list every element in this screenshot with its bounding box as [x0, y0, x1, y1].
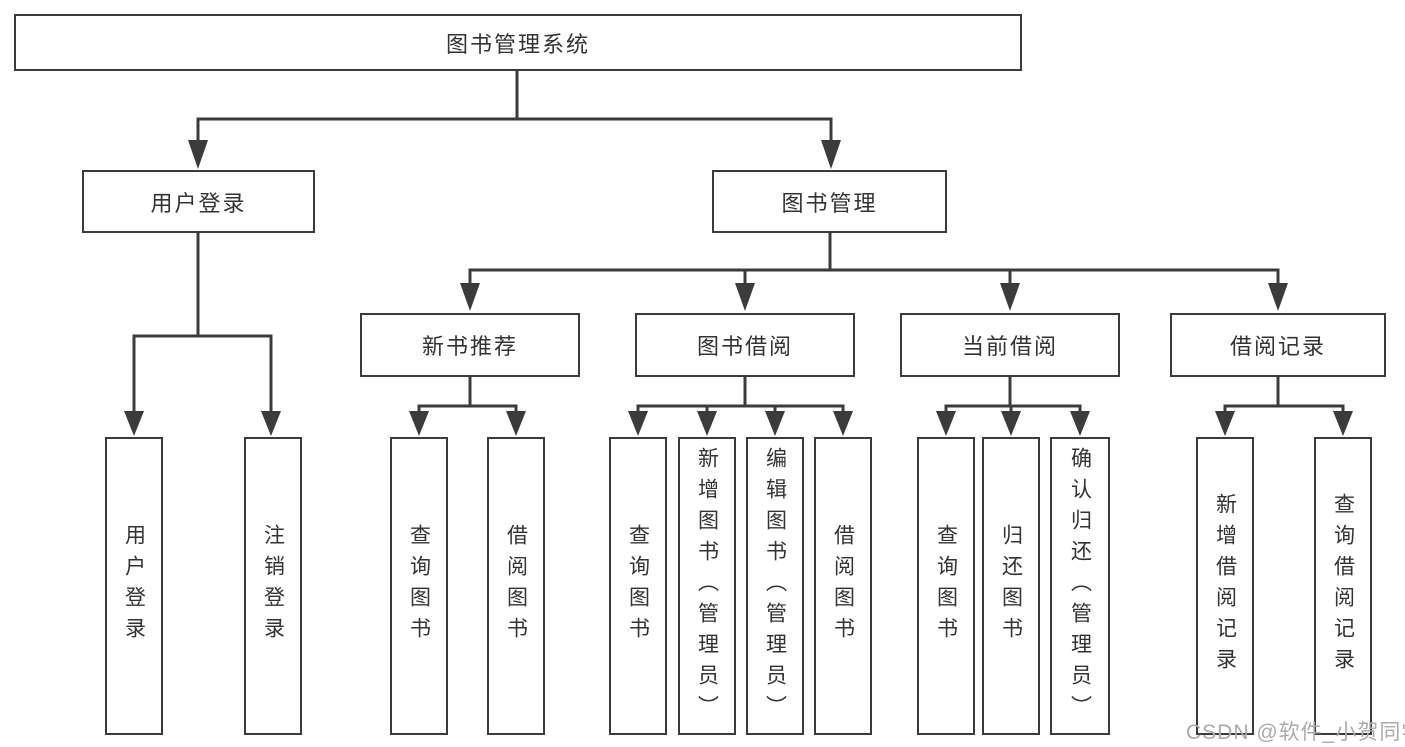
connector-user-login-to-leaves — [124, 233, 281, 436]
arrowhead-icon — [261, 411, 281, 436]
node-query-books-current: 查询图书 — [917, 437, 975, 735]
arrowhead-icon — [1333, 411, 1353, 436]
node-label: 编辑图书（管理员） — [763, 446, 787, 726]
connector-book-borrowing-to-leaves — [628, 377, 853, 436]
csdn-watermark: CSDN @软件_小贺同学 — [1186, 721, 1405, 744]
arrowhead-icon — [833, 411, 853, 436]
connector-new-book-to-leaves — [409, 377, 526, 436]
node-label: 新增借阅记录 — [1213, 493, 1237, 679]
connector-book-management-to-level3 — [460, 233, 1288, 311]
node-label: 查询图书 — [407, 524, 431, 648]
node-borrow-books-borrowing: 借阅图书 — [814, 437, 872, 735]
connector-borrowing-records-to-leaves — [1215, 377, 1353, 436]
node-user-login: 用户登录 — [82, 170, 315, 233]
node-new-book-recommendation: 新书推荐 — [360, 313, 580, 377]
node-label: 注销登录 — [261, 524, 285, 648]
node-label: 借阅图书 — [504, 524, 528, 648]
node-return-books: 归还图书 — [982, 437, 1040, 735]
node-label: 查询图书 — [934, 524, 958, 648]
node-query-books-newbook: 查询图书 — [390, 437, 448, 735]
node-label: 查询借阅记录 — [1331, 493, 1355, 679]
arrowhead-icon — [1070, 411, 1090, 436]
arrowhead-icon — [1268, 283, 1288, 311]
node-user-login-leaf: 用户登录 — [105, 437, 163, 735]
node-current-borrowing: 当前借阅 — [900, 313, 1120, 377]
arrowhead-icon — [188, 140, 208, 169]
arrowhead-icon — [1001, 411, 1021, 436]
connector-current-borrowing-to-leaves — [936, 377, 1090, 436]
node-query-borrow-record: 查询借阅记录 — [1314, 437, 1372, 735]
node-confirm-return-admin: 确认归还（管理员） — [1050, 437, 1110, 735]
arrowhead-icon — [409, 411, 429, 436]
arrowhead-icon — [460, 283, 480, 311]
node-label: 用户登录 — [122, 524, 146, 648]
node-query-books-borrowing: 查询图书 — [609, 437, 667, 735]
node-book-borrowing: 图书借阅 — [635, 313, 855, 377]
node-add-borrow-record: 新增借阅记录 — [1196, 437, 1254, 735]
arrowhead-icon — [765, 411, 785, 436]
node-borrow-books-newbook: 借阅图书 — [487, 437, 545, 735]
arrowhead-icon — [735, 283, 755, 311]
arrowhead-icon — [506, 411, 526, 436]
arrowhead-icon — [821, 140, 841, 169]
node-label: 查询图书 — [626, 524, 650, 648]
node-label: 新增图书（管理员） — [695, 446, 719, 726]
connector-root-to-level2 — [188, 71, 841, 169]
node-library-management-system: 图书管理系统 — [14, 14, 1022, 71]
node-logout-leaf: 注销登录 — [244, 437, 302, 735]
arrowhead-icon — [1215, 411, 1235, 436]
arrowhead-icon — [124, 411, 144, 436]
node-borrowing-records: 借阅记录 — [1170, 313, 1386, 377]
node-add-books-admin: 新增图书（管理员） — [678, 437, 736, 735]
arrowhead-icon — [936, 411, 956, 436]
node-label: 归还图书 — [999, 524, 1023, 648]
node-book-management: 图书管理 — [712, 170, 947, 233]
node-label: 确认归还（管理员） — [1068, 446, 1092, 726]
node-edit-books-admin: 编辑图书（管理员） — [746, 437, 804, 735]
arrowhead-icon — [697, 411, 717, 436]
node-label: 借阅图书 — [831, 524, 855, 648]
arrowhead-icon — [628, 411, 648, 436]
arrowhead-icon — [1000, 283, 1020, 311]
